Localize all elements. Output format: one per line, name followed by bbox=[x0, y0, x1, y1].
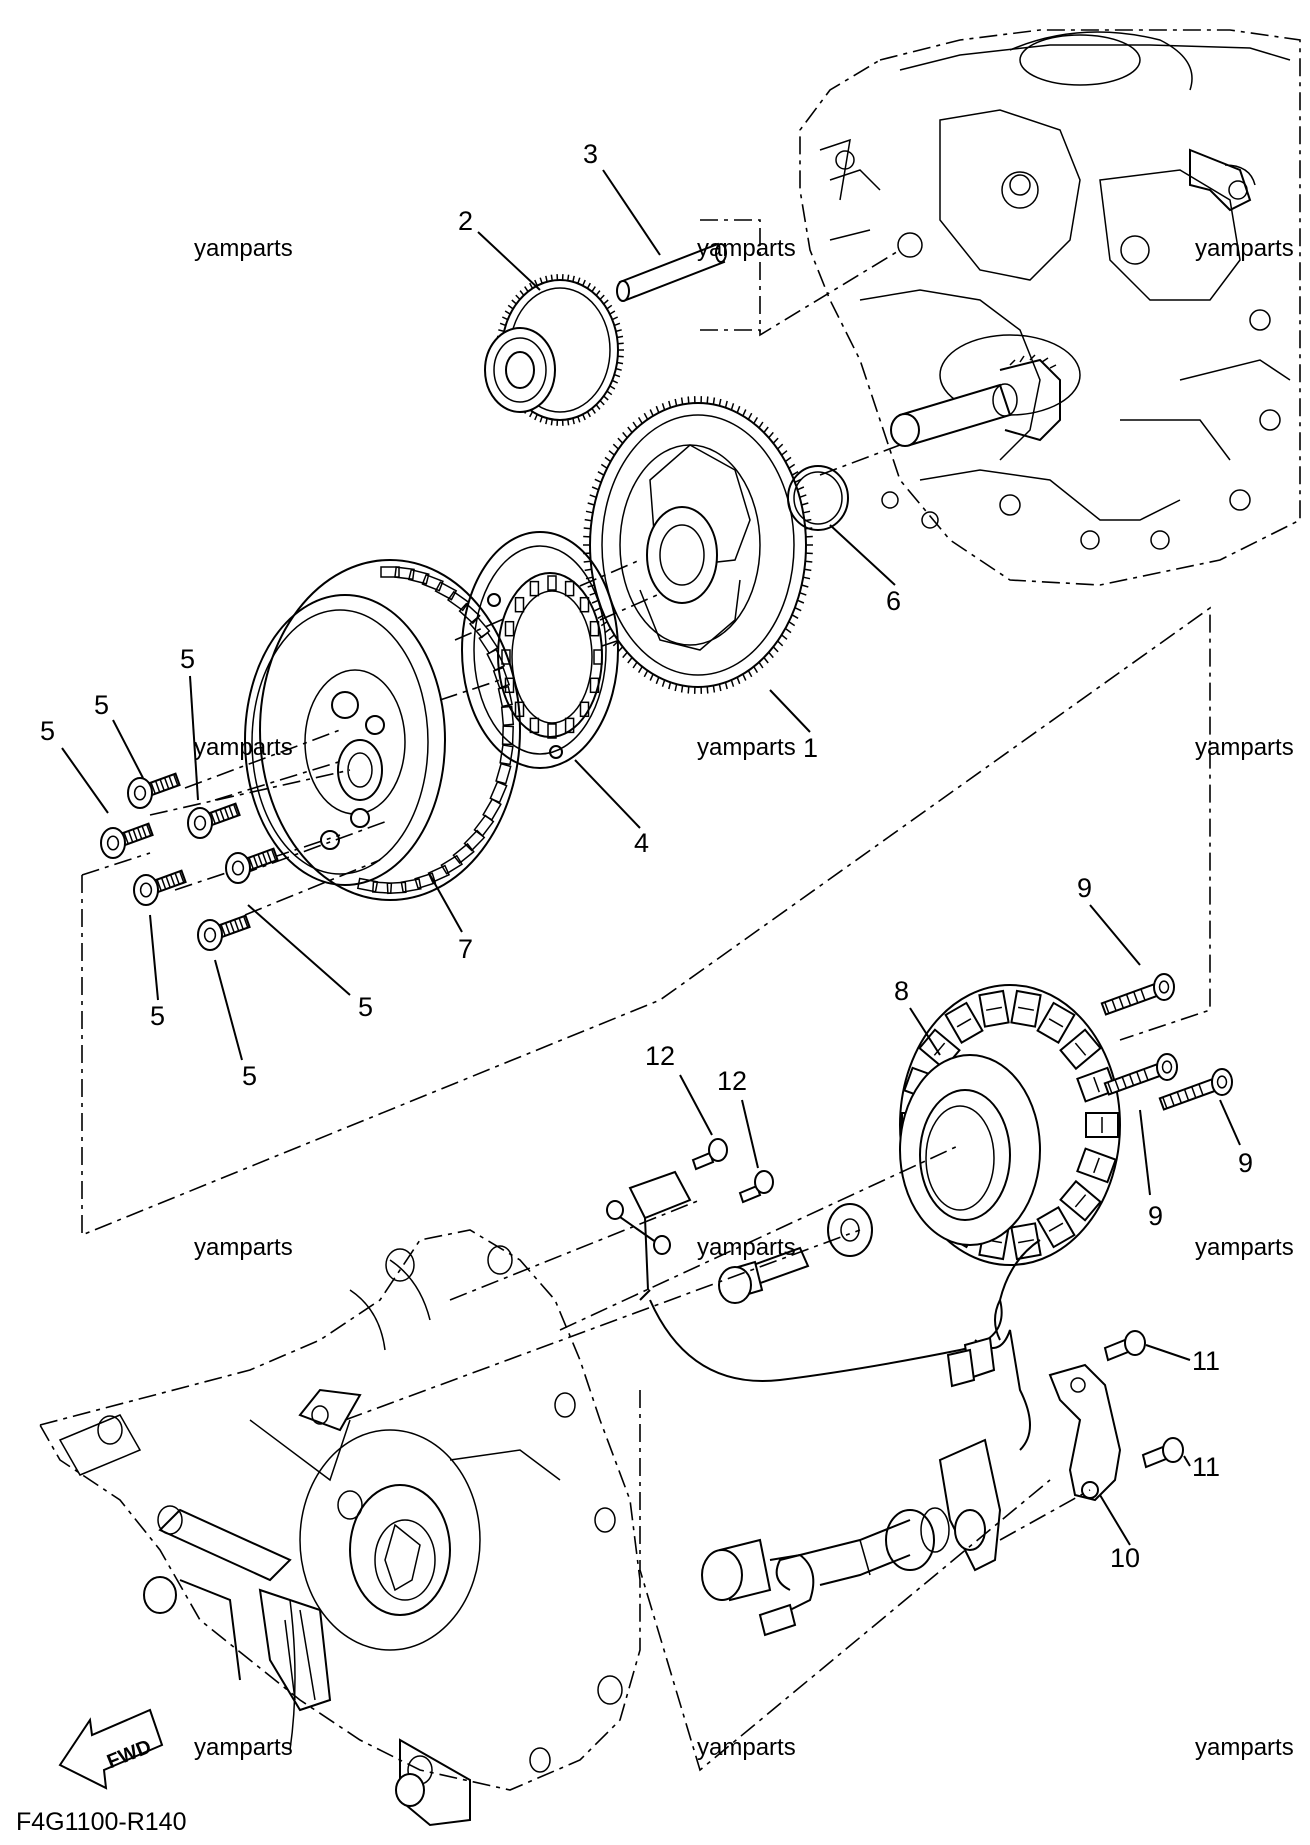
watermark-8: yamparts bbox=[697, 1234, 796, 1261]
callout-11-a: 11 bbox=[1192, 1346, 1220, 1376]
callout-10: 10 bbox=[1110, 1543, 1140, 1573]
callout-7: 7 bbox=[458, 934, 473, 964]
callouts: 3 2 6 1 4 7 5 5 5 5 5 5 8 9 9 bbox=[40, 139, 1253, 1573]
watermark-12: yamparts bbox=[1195, 1734, 1294, 1761]
fwd-label: FWD bbox=[104, 1736, 154, 1773]
diagram-code: F4G1100-R140 bbox=[16, 1808, 186, 1836]
bracket-icon bbox=[999, 1363, 1122, 1541]
callout-9-c: 9 bbox=[1148, 1201, 1163, 1231]
clutch-icon bbox=[461, 531, 619, 769]
cover-icon bbox=[38, 1229, 641, 1827]
watermark-5: yamparts bbox=[697, 734, 796, 761]
connector-icon bbox=[649, 1299, 1031, 1637]
callout-12-a: 12 bbox=[645, 1041, 675, 1071]
bolt-icon bbox=[691, 1138, 774, 1204]
watermarks: yamparts yamparts yamparts yamparts yamp… bbox=[194, 235, 1294, 1761]
watermark-10: yamparts bbox=[194, 1734, 293, 1761]
flywheel-icon bbox=[244, 559, 521, 901]
bolt-icon bbox=[718, 1246, 810, 1304]
watermark-3: yamparts bbox=[1195, 235, 1294, 262]
callout-2: 2 bbox=[458, 206, 473, 236]
callout-12-b: 12 bbox=[717, 1066, 747, 1096]
callout-8: 8 bbox=[894, 976, 909, 1006]
callout-4: 4 bbox=[634, 828, 649, 858]
callout-11-b: 11 bbox=[1192, 1452, 1220, 1482]
pin-icon bbox=[616, 242, 727, 302]
callout-5-e: 5 bbox=[358, 992, 373, 1022]
callout-9-b: 9 bbox=[1238, 1148, 1253, 1178]
callout-9-a: 9 bbox=[1077, 873, 1092, 903]
clamp-icon bbox=[606, 1170, 692, 1301]
gear-icon bbox=[484, 274, 624, 426]
fwd-arrow-icon: FWD bbox=[58, 1708, 164, 1790]
stator-icon bbox=[899, 984, 1121, 1301]
watermark-9: yamparts bbox=[1195, 1234, 1294, 1261]
callout-3: 3 bbox=[583, 139, 598, 169]
watermark-11: yamparts bbox=[697, 1734, 796, 1761]
bolt-icon bbox=[1100, 973, 1233, 1111]
callout-1: 1 bbox=[803, 733, 818, 763]
callout-6: 6 bbox=[886, 586, 901, 616]
callout-5-c: 5 bbox=[180, 644, 195, 674]
washer-icon bbox=[787, 465, 849, 531]
callout-5-f: 5 bbox=[242, 1061, 257, 1091]
watermark-1: yamparts bbox=[194, 235, 293, 262]
washer-icon bbox=[827, 1203, 873, 1257]
callout-5-b: 5 bbox=[94, 690, 109, 720]
watermark-2: yamparts bbox=[697, 235, 796, 262]
watermark-6: yamparts bbox=[1195, 734, 1294, 761]
bolt-icon bbox=[100, 772, 279, 951]
callout-5-d: 5 bbox=[150, 1001, 165, 1031]
watermark-4: yamparts bbox=[194, 734, 293, 761]
callout-5-a: 5 bbox=[40, 716, 55, 746]
gear-icon bbox=[583, 396, 813, 694]
engine-block-icon bbox=[799, 29, 1301, 586]
watermark-7: yamparts bbox=[194, 1234, 293, 1261]
bolt-icon bbox=[1103, 1330, 1184, 1469]
